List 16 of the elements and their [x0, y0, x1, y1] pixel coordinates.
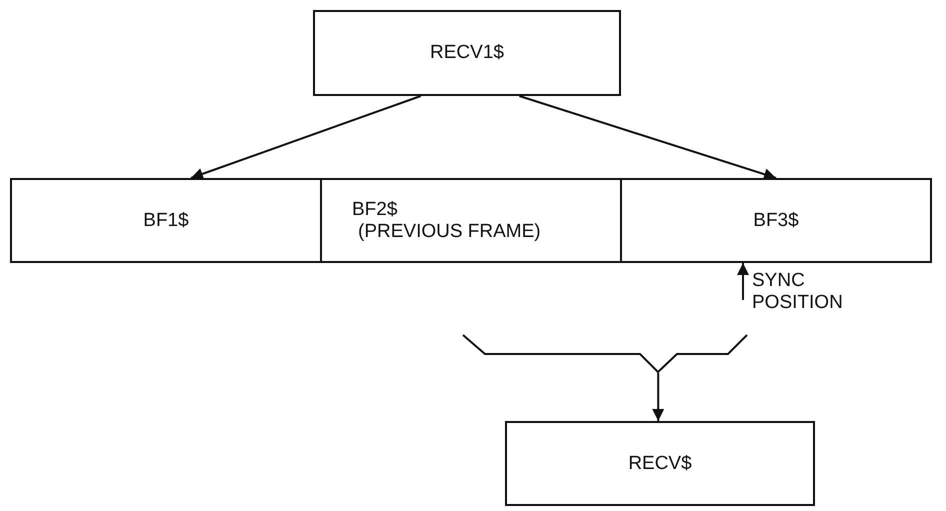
process-box [320, 178, 622, 263]
arrow [737, 263, 749, 300]
box-label: BF3$ [753, 210, 799, 232]
box-label: RECV1$ [430, 42, 504, 64]
box-label: BF1$ [143, 210, 189, 232]
process-box [313, 10, 621, 96]
process-box [10, 178, 322, 263]
arrow [652, 373, 664, 421]
box-label: RECV$ [628, 452, 692, 474]
brace [462, 334, 748, 373]
process-box [620, 178, 932, 263]
box-label: (PREVIOUS FRAME) [357, 220, 541, 242]
arrow [519, 95, 776, 180]
arrow [190, 95, 422, 180]
box-label: BF2$ [352, 198, 398, 220]
process-box [505, 421, 815, 506]
